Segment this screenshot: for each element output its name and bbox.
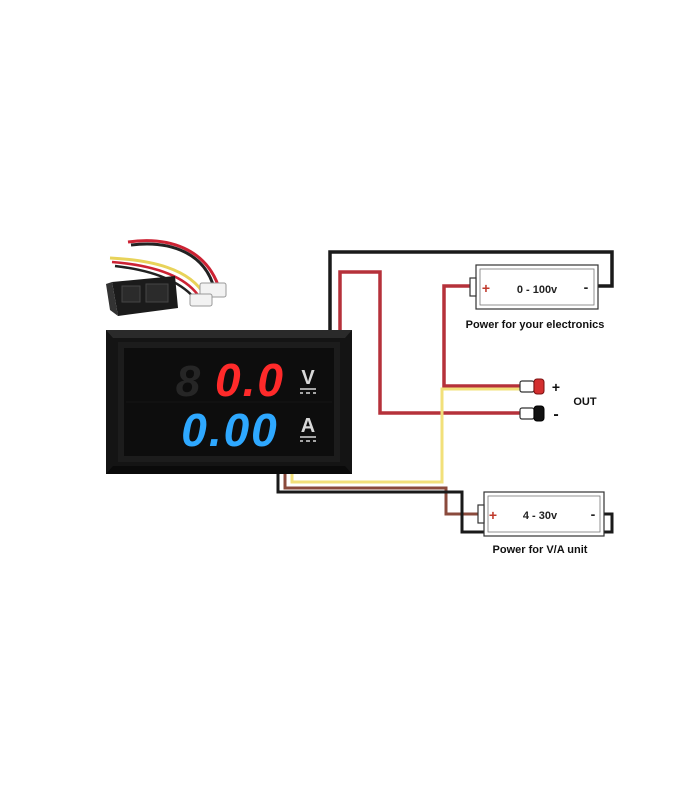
output-minus-terminal — [519, 405, 545, 422]
dc-symbol-current — [300, 436, 316, 442]
output-plus-terminal — [519, 378, 545, 395]
wire-red-out-minus — [338, 270, 522, 415]
wire-red-battery-plus — [442, 284, 522, 388]
dc-symbol-voltage — [300, 388, 316, 394]
wire-yellow-sense — [290, 387, 522, 484]
battery-bottom-plus: + — [489, 507, 497, 523]
voltage-reading: 0.0 — [215, 354, 285, 406]
current-unit-label: A — [301, 415, 315, 437]
voltage-unit-label: V — [301, 367, 315, 389]
current-reading: 0.00 — [181, 404, 279, 456]
battery-top-range: 0 - 100v — [517, 284, 558, 296]
battery-bottom-minus: - — [591, 506, 596, 522]
dim-digit: 8 — [176, 357, 201, 406]
wires — [276, 250, 614, 534]
battery-bottom: + 4 - 30v - Power for V/A unit — [477, 491, 605, 556]
module-thumbnail — [106, 239, 227, 316]
wire-brown-supply-plus — [283, 470, 478, 516]
voltmeter-ammeter-display: 8 0.0 0.00 V A — [106, 330, 352, 474]
wire-black-battery-minus — [328, 250, 614, 332]
wire-black-supply-minus — [276, 470, 614, 534]
battery-top-minus: - — [584, 279, 589, 295]
output-plus-sign: + — [552, 379, 560, 395]
battery-top-plus: + — [482, 280, 490, 296]
battery-bottom-caption: Power for V/A unit — [493, 544, 588, 556]
output-terminals: + - OUT — [519, 378, 597, 423]
battery-top: + 0 - 100v - Power for your electronics — [466, 264, 605, 331]
battery-top-caption: Power for your electronics — [466, 319, 605, 331]
output-label: OUT — [573, 396, 597, 408]
battery-bottom-range: 4 - 30v — [523, 510, 558, 522]
output-minus-sign: - — [553, 406, 558, 423]
